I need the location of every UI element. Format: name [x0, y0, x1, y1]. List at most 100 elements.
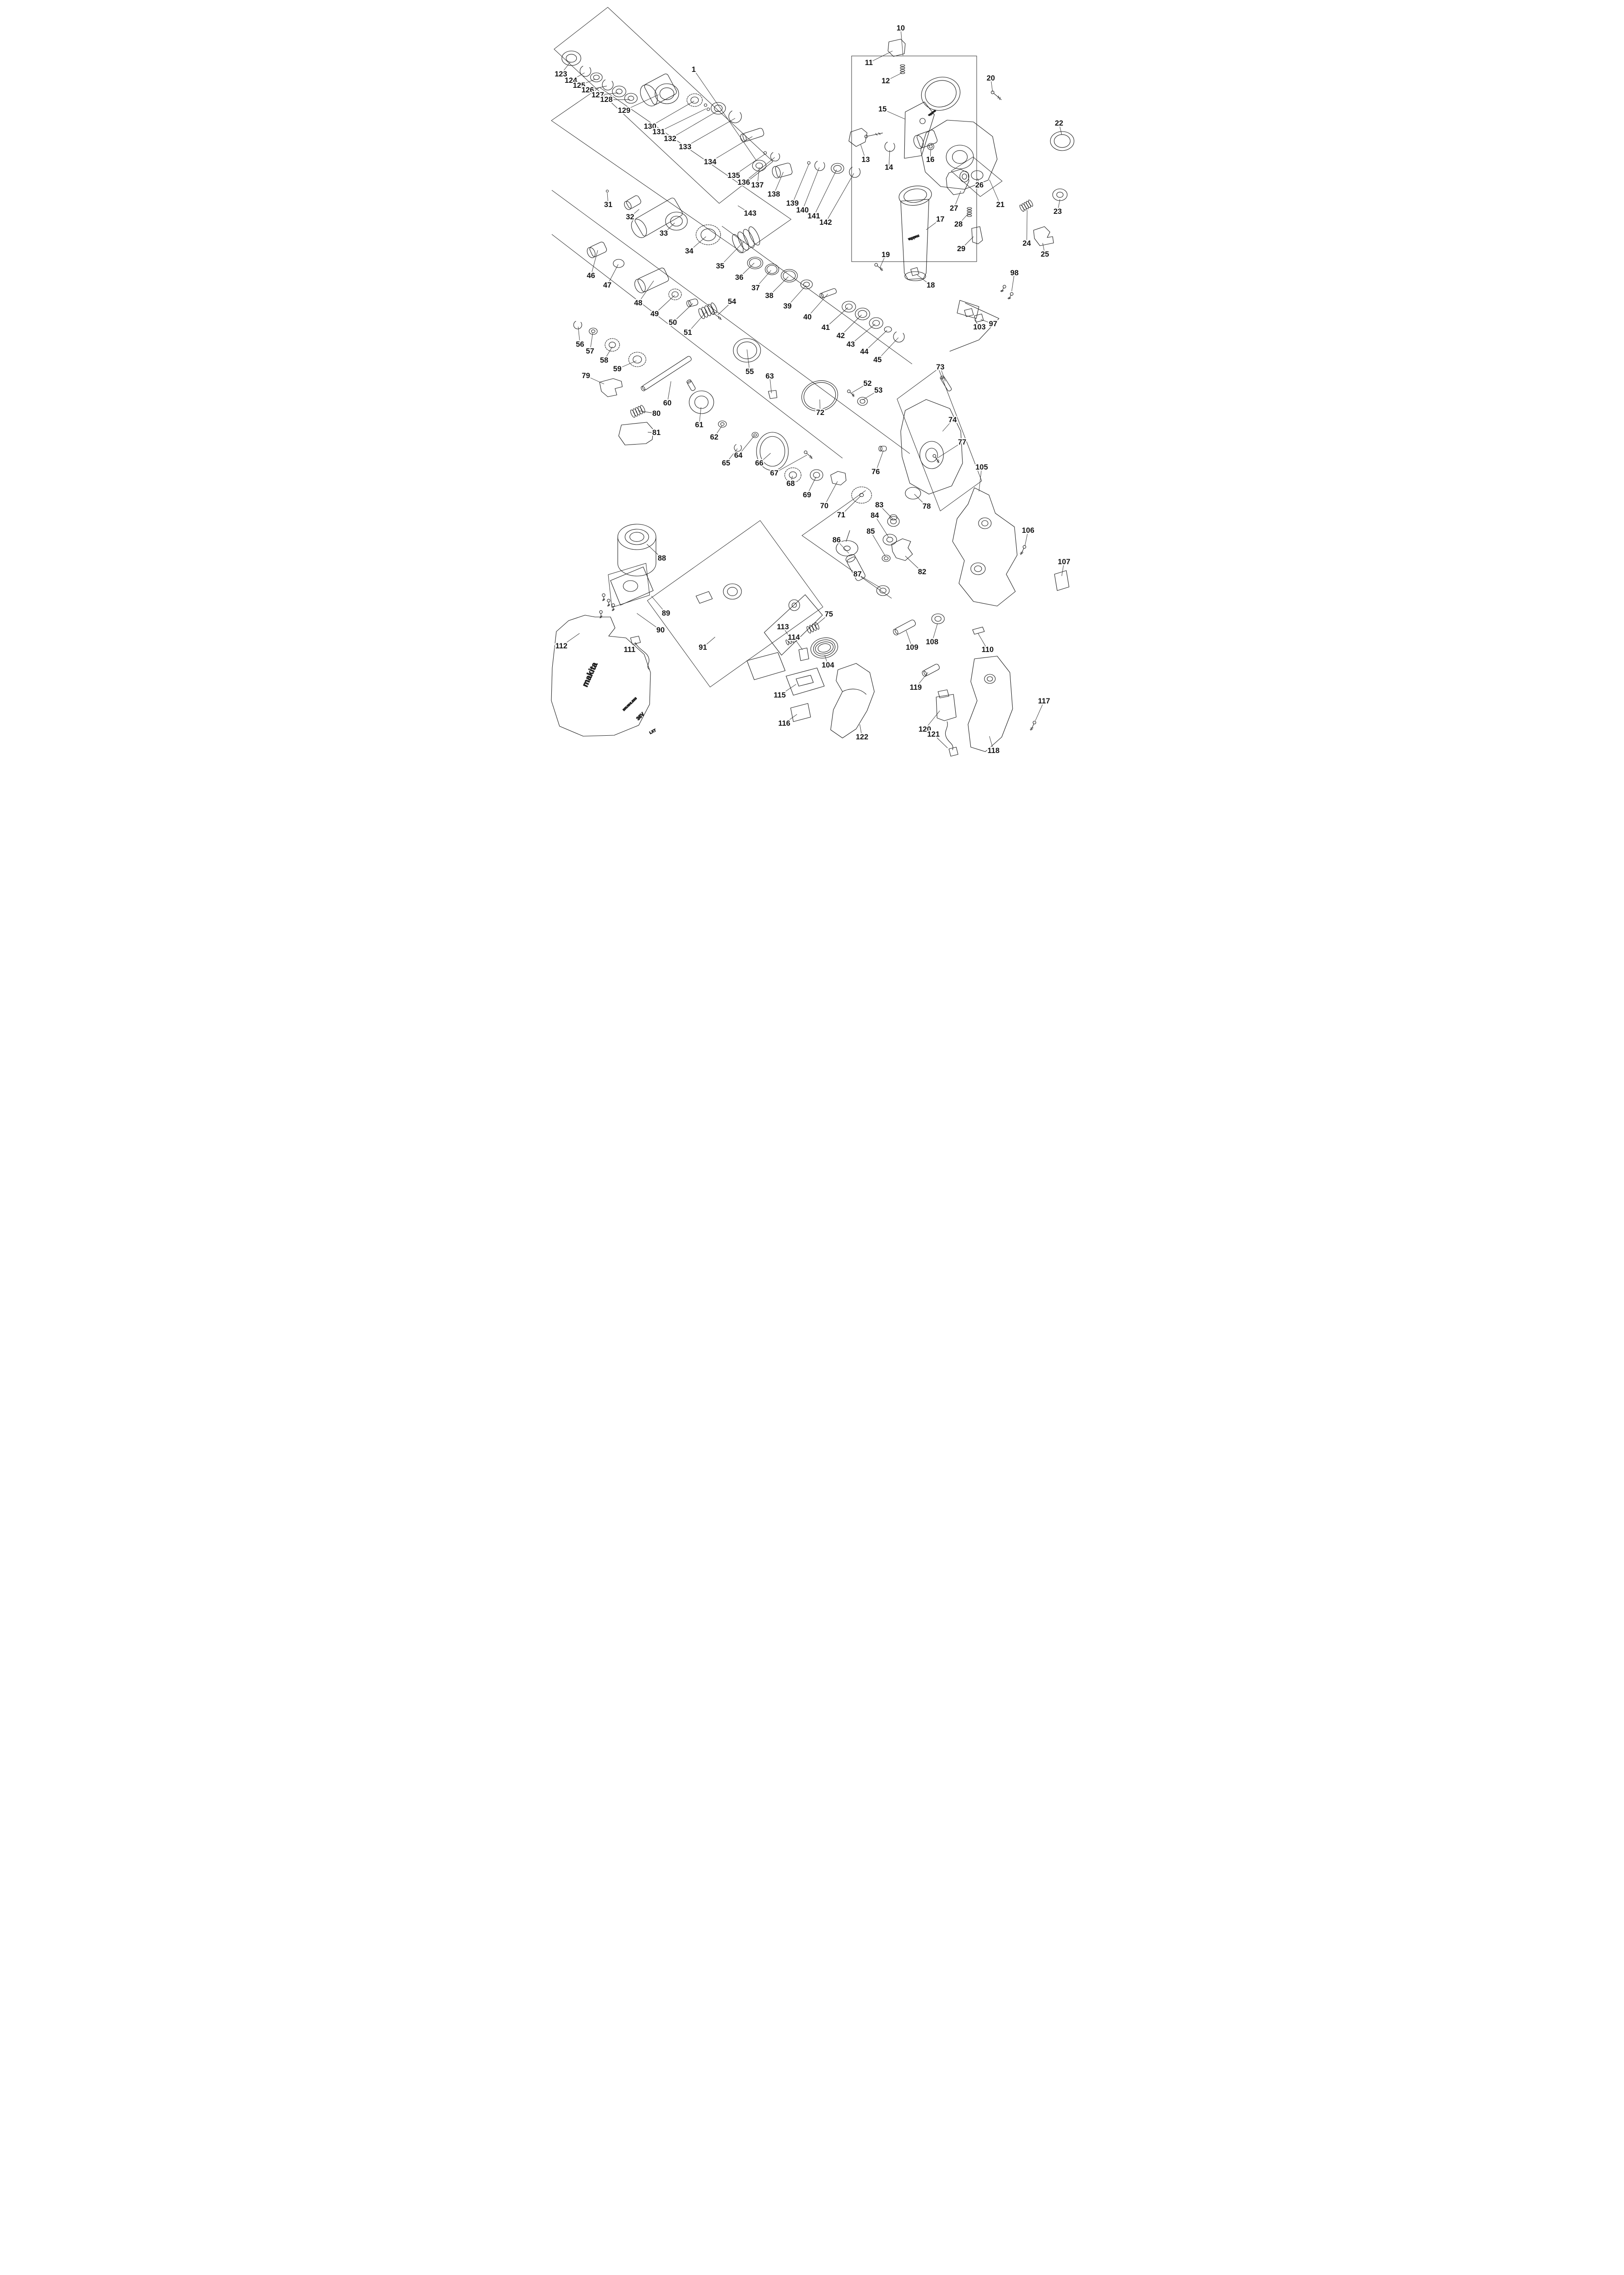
leader-line	[905, 556, 923, 572]
part-shape	[733, 338, 761, 363]
part-shape	[628, 352, 646, 367]
leader-line	[1035, 701, 1044, 721]
part-shape: makita	[907, 233, 920, 242]
guide-line	[551, 190, 910, 454]
part-shape	[1033, 226, 1054, 246]
leader-line	[570, 72, 585, 81]
leader-line	[850, 324, 876, 345]
part-shape	[927, 143, 934, 150]
leader-line	[687, 311, 707, 333]
part-number-label: 63	[766, 372, 774, 380]
part-shape	[732, 226, 760, 253]
part-shape	[618, 422, 654, 445]
part-shape	[978, 517, 992, 529]
leader-line	[932, 623, 938, 642]
leader-line	[585, 375, 605, 384]
part-shape	[904, 101, 935, 159]
part-number-label: 81	[652, 429, 661, 437]
part-number-label: 34	[685, 247, 694, 255]
part-shape	[641, 356, 692, 391]
brand-text: makita	[908, 234, 920, 242]
leader-line	[824, 481, 838, 506]
leader-line	[953, 191, 961, 209]
leader-line	[755, 270, 772, 288]
part-number-label: 124	[565, 76, 577, 85]
part-number-label: 18	[927, 281, 935, 289]
part-number-label: 55	[746, 368, 754, 376]
part-number-label: 85	[867, 527, 875, 536]
part-shape	[804, 450, 813, 459]
part-number-label: 41	[822, 324, 830, 332]
part-number-label: 15	[878, 105, 887, 113]
leader-line	[961, 236, 974, 249]
brand-text: 36V	[635, 711, 646, 722]
leader-line	[670, 110, 719, 139]
part-shape	[798, 647, 809, 661]
part-number-label: 122	[856, 733, 868, 741]
leader-line	[787, 285, 807, 307]
part-number-label: 82	[918, 568, 926, 576]
part-number-label: 77	[958, 438, 966, 446]
part-shape	[602, 79, 614, 91]
leader-line	[739, 263, 755, 278]
part-shape	[876, 585, 890, 596]
part-shape	[612, 86, 626, 97]
part-number-label: 89	[662, 609, 670, 617]
part-shape	[857, 397, 868, 406]
part-shape	[706, 107, 710, 111]
part-shape	[770, 152, 780, 162]
part-number-label: 106	[1022, 526, 1034, 535]
part-shape	[971, 226, 983, 244]
part-shape	[972, 627, 985, 635]
part-number-label: 50	[669, 318, 677, 327]
leader-line	[989, 179, 1001, 205]
part-number-label: 37	[751, 284, 760, 292]
part-shape	[810, 469, 823, 481]
leader-line	[590, 333, 593, 352]
part-shape	[842, 688, 867, 695]
part-number-label: 74	[948, 416, 957, 424]
leader-line	[779, 684, 797, 696]
part-number-label: 13	[862, 156, 870, 164]
part-shape	[964, 308, 974, 317]
part-number-label: 127	[591, 91, 604, 99]
leader-line	[639, 410, 657, 414]
leader-line	[875, 450, 884, 472]
part-shape	[957, 300, 979, 319]
part-shape	[587, 242, 607, 258]
leader-line	[914, 494, 927, 507]
leader-line	[590, 250, 598, 276]
part-shape	[959, 171, 969, 182]
leader-line	[860, 144, 866, 160]
part-number-label: 47	[603, 281, 611, 289]
leader-line	[784, 714, 797, 724]
part-number-label: 19	[882, 251, 890, 259]
leader-line	[906, 630, 913, 648]
leader-line	[733, 154, 765, 176]
leader-line	[859, 724, 862, 738]
part-number-label: 21	[996, 201, 1004, 209]
part-shape	[686, 93, 703, 107]
leader-line	[915, 672, 928, 688]
group-box	[554, 7, 773, 204]
leader-line	[807, 476, 817, 495]
part-shape	[920, 120, 998, 190]
part-number-label: 62	[710, 433, 718, 441]
leader-line	[658, 108, 706, 132]
part-shape	[665, 212, 688, 231]
part-shape	[1019, 199, 1033, 212]
part-shape	[589, 328, 598, 335]
part-shape	[968, 656, 1013, 752]
leader-line	[864, 330, 888, 352]
part-number-label: 16	[926, 156, 934, 164]
leader-line	[710, 136, 753, 162]
part-shape	[864, 132, 883, 138]
leader-line	[646, 544, 662, 559]
leader-line	[667, 381, 671, 404]
part-shape: makita	[927, 109, 937, 117]
part-shape	[728, 110, 742, 123]
leader-line	[699, 407, 701, 425]
part-shape	[928, 144, 933, 149]
part-number-label: 126	[581, 86, 594, 94]
part-number-label: 79	[582, 372, 590, 380]
